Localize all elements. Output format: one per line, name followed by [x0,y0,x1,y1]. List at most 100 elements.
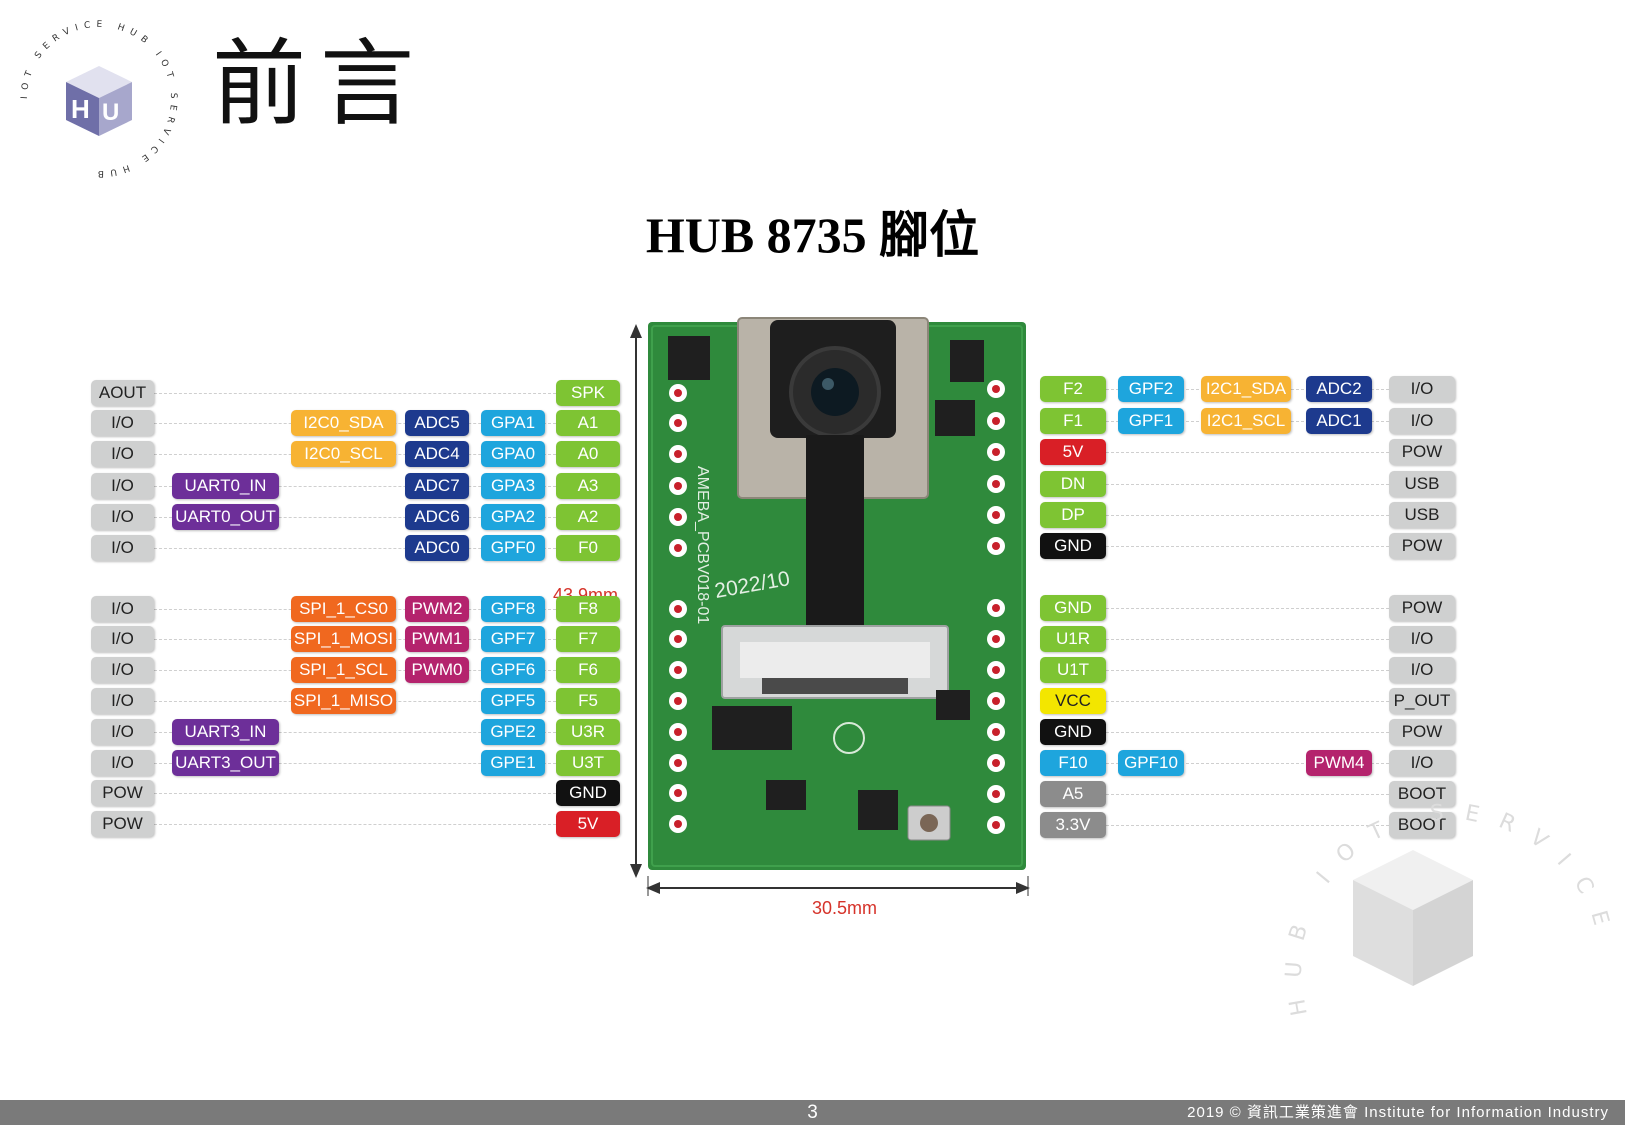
left-pin-label-pwm1: PWM1 [405,626,469,652]
left-pin-label-a2: A2 [556,504,620,530]
pcb-board: 2022/10 AMEBA_PCBV018-01 [648,317,1026,870]
left-pin-label-pwm2: PWM2 [405,596,469,622]
right-pin-guide-line [1106,515,1389,516]
right-pin-label-adc2: ADC2 [1306,376,1372,402]
right-pin-guide-line [1106,825,1389,826]
left-pin-guide-line [154,824,556,825]
right-pin-label-f10: F10 [1040,750,1106,776]
right-pin-label-dn: DN [1040,471,1106,497]
left-header-pads [669,384,687,833]
right-pin-label-p-out: P_OUT [1389,688,1455,714]
left-pin-label-adc7: ADC7 [405,473,469,499]
left-pin-label-gpa2: GPA2 [481,504,545,530]
right-pin-label-u1t: U1T [1040,657,1106,683]
left-pin-label-u3r: U3R [556,719,620,745]
header-pad-hole [992,759,1000,767]
board-silk-name: AMEBA_PCBV018-01 [694,466,711,624]
header-pad-hole [992,417,1000,425]
left-pin-label-adc5: ADC5 [405,410,469,436]
left-pin-guide-line [154,486,556,487]
header-pad-hole [674,666,682,674]
left-pin-label-f7: F7 [556,626,620,652]
right-pin-label-gnd: GND [1040,533,1106,559]
left-pin-label-gpf7: GPF7 [481,626,545,652]
header-pad-hole [992,511,1000,519]
board-width-label: 30.5mm [812,898,878,918]
right-pin-label-gpf2: GPF2 [1118,376,1184,402]
left-pin-label-pow: POW [91,811,154,837]
left-pin-label-u3t: U3T [556,750,620,776]
left-pin-label-uart0-out: UART0_OUT [172,504,279,530]
header-pad-hole [992,821,1000,829]
left-pin-label-i-o: I/O [91,719,154,745]
header-pad-hole [674,389,682,397]
right-pin-label-f1: F1 [1040,408,1106,434]
copyright-text: 2019 © 資訊工業策進會 Institute for Information… [1187,1104,1609,1121]
header-pad-hole [992,385,1000,393]
hub-iot-service-logo: IOT SERVICE HUB IOT SERVICE HUB H U [20,20,172,178]
right-pin-label-boot: BOOT [1389,781,1455,807]
header-pad-hole [674,697,682,705]
right-pin-label-gnd: GND [1040,719,1106,745]
left-pin-label-i-o: I/O [91,535,154,561]
header-pad-hole [992,542,1000,550]
left-pin-label-pwm0: PWM0 [405,657,469,683]
page-number: 3 [807,1102,818,1123]
left-pin-guide-line [154,548,556,549]
svg-text:H: H [71,94,90,124]
right-pin-guide-line [1106,732,1389,733]
left-pin-label-gpf8: GPF8 [481,596,545,622]
right-pin-guide-line [1106,639,1389,640]
right-pin-label-usb: USB [1389,471,1455,497]
header-pad-hole [992,666,1000,674]
right-pin-label-i2c1-scl: I2C1_SCL [1201,408,1291,434]
right-pin-label-boot: BOOT [1389,812,1455,838]
right-pin-label-5v: 5V [1040,439,1106,465]
right-pin-label-vcc: VCC [1040,688,1106,714]
header-pad-hole [992,448,1000,456]
right-pin-guide-line [1106,763,1389,764]
header-pad-hole [674,728,682,736]
left-pin-label-uart3-out: UART3_OUT [172,750,279,776]
left-pin-label-i-o: I/O [91,596,154,622]
right-pin-label-i-o: I/O [1389,657,1455,683]
right-pin-label-i-o: I/O [1389,750,1455,776]
diagram-title: HUB 8735 腳位 [645,207,980,263]
left-pin-label-i-o: I/O [91,410,154,436]
header-pad-hole [992,697,1000,705]
right-pin-guide-line [1106,794,1389,795]
header-pad-hole [674,605,682,613]
left-pin-label-spk: SPK [556,380,620,406]
left-pin-label-pow: POW [91,780,154,806]
left-pin-label-a1: A1 [556,410,620,436]
right-pin-label-3-3v: 3.3V [1040,812,1106,838]
right-pin-label-gpf10: GPF10 [1118,750,1184,776]
left-pin-label-f8: F8 [556,596,620,622]
header-pad-hole [674,759,682,767]
left-pin-label-i2c0-scl: I2C0_SCL [291,441,396,467]
left-pin-label-adc0: ADC0 [405,535,469,561]
right-pin-guide-line [1106,484,1389,485]
header-pad-hole [992,480,1000,488]
footer-bar [0,1100,1625,1125]
right-pin-label-pwm4: PWM4 [1306,750,1372,776]
left-pin-label-adc4: ADC4 [405,441,469,467]
left-pin-label-spi-1-scl: SPI_1_SCL [291,657,396,683]
right-pin-guide-line [1106,608,1389,609]
right-pin-label-dp: DP [1040,502,1106,528]
left-pin-label-gpe1: GPE1 [481,750,545,776]
left-pin-label-i-o: I/O [91,504,154,530]
header-pad-hole [674,789,682,797]
left-pin-label-f5: F5 [556,688,620,714]
left-pin-label-i-o: I/O [91,626,154,652]
left-pin-label-gpf0: GPF0 [481,535,545,561]
left-pin-guide-line [154,393,556,394]
left-pin-label-gpf5: GPF5 [481,688,545,714]
left-pin-label-gpa1: GPA1 [481,410,545,436]
header-pad-hole [674,820,682,828]
right-pin-label-pow: POW [1389,533,1455,559]
left-pin-label-aout: AOUT [91,380,154,406]
left-pin-label-gpf6: GPF6 [481,657,545,683]
left-pin-label-gpe2: GPE2 [481,719,545,745]
